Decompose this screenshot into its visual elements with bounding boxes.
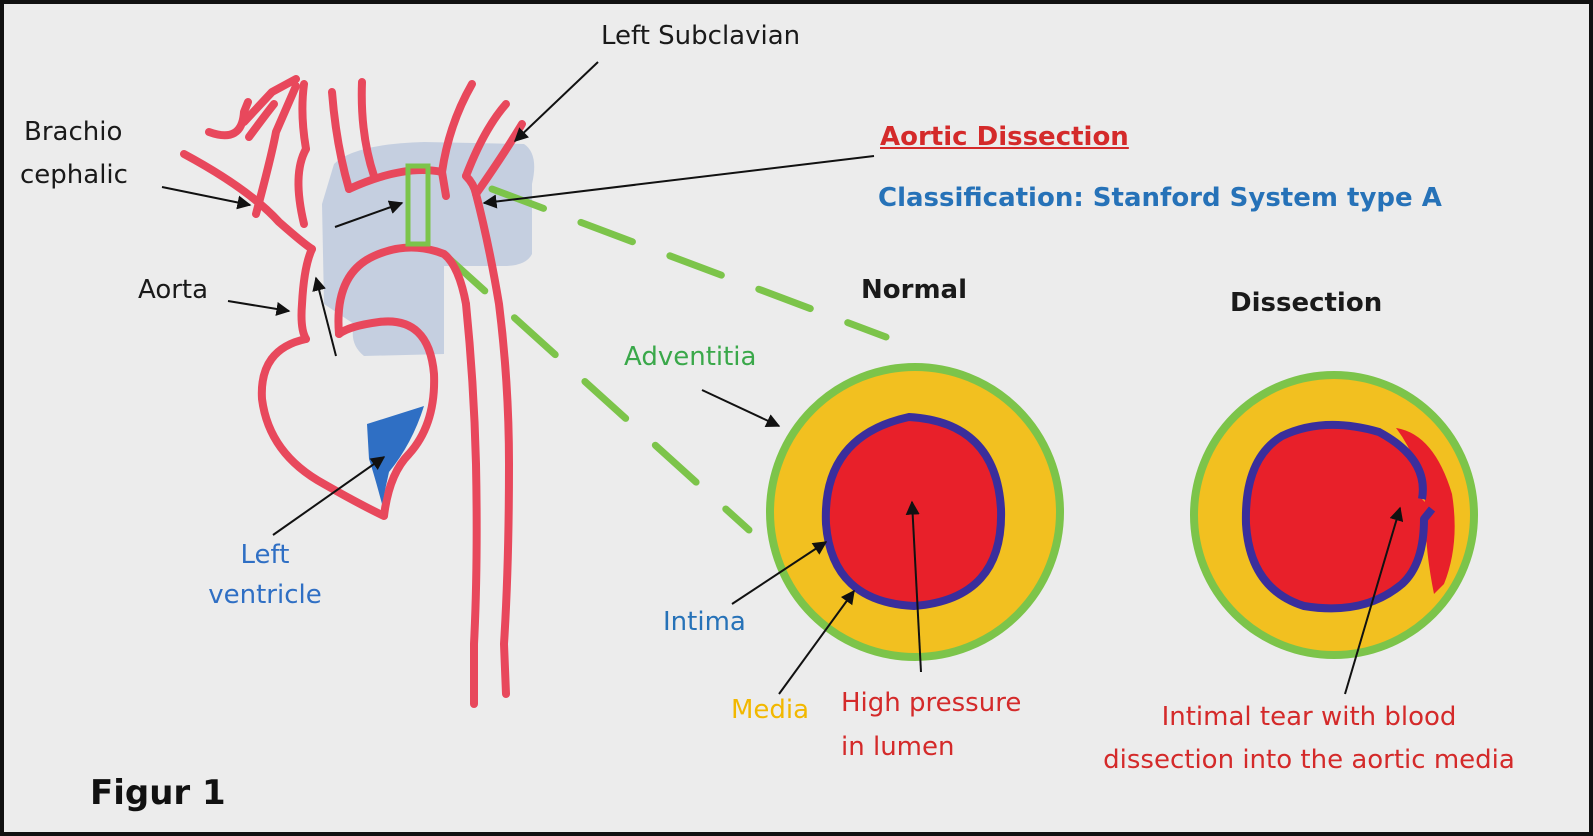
label-brachio: Brachio — [24, 116, 122, 149]
label-high-pressure-2: in lumen — [841, 731, 954, 764]
label-left-subclavian: Left Subclavian — [601, 20, 800, 53]
figure-caption: Figur 1 — [90, 772, 226, 815]
label-intima: Intima — [663, 606, 746, 639]
left-ventricle-fill — [367, 406, 424, 504]
title-aortic-dissection: Aortic Dissection — [880, 121, 1129, 154]
label-dissection: Dissection — [1230, 287, 1382, 320]
label-left-ventricle-1: Left — [210, 539, 320, 572]
label-intimal-tear-1: Intimal tear with blood — [1094, 701, 1524, 734]
label-left-ventricle-2: ventricle — [190, 579, 340, 612]
normal-cross-section — [770, 367, 1060, 657]
label-intimal-tear-2: dissection into the aortic media — [1084, 744, 1534, 777]
dissection-cross-section — [1194, 375, 1474, 655]
label-high-pressure-1: High pressure — [841, 687, 1021, 720]
label-normal: Normal — [861, 274, 967, 307]
label-cephalic: cephalic — [20, 159, 128, 192]
label-media: Media — [731, 694, 809, 727]
label-aorta: Aorta — [138, 274, 208, 307]
label-adventitia: Adventitia — [624, 341, 756, 374]
classification-text: Classification: Stanford System type A — [878, 182, 1442, 215]
